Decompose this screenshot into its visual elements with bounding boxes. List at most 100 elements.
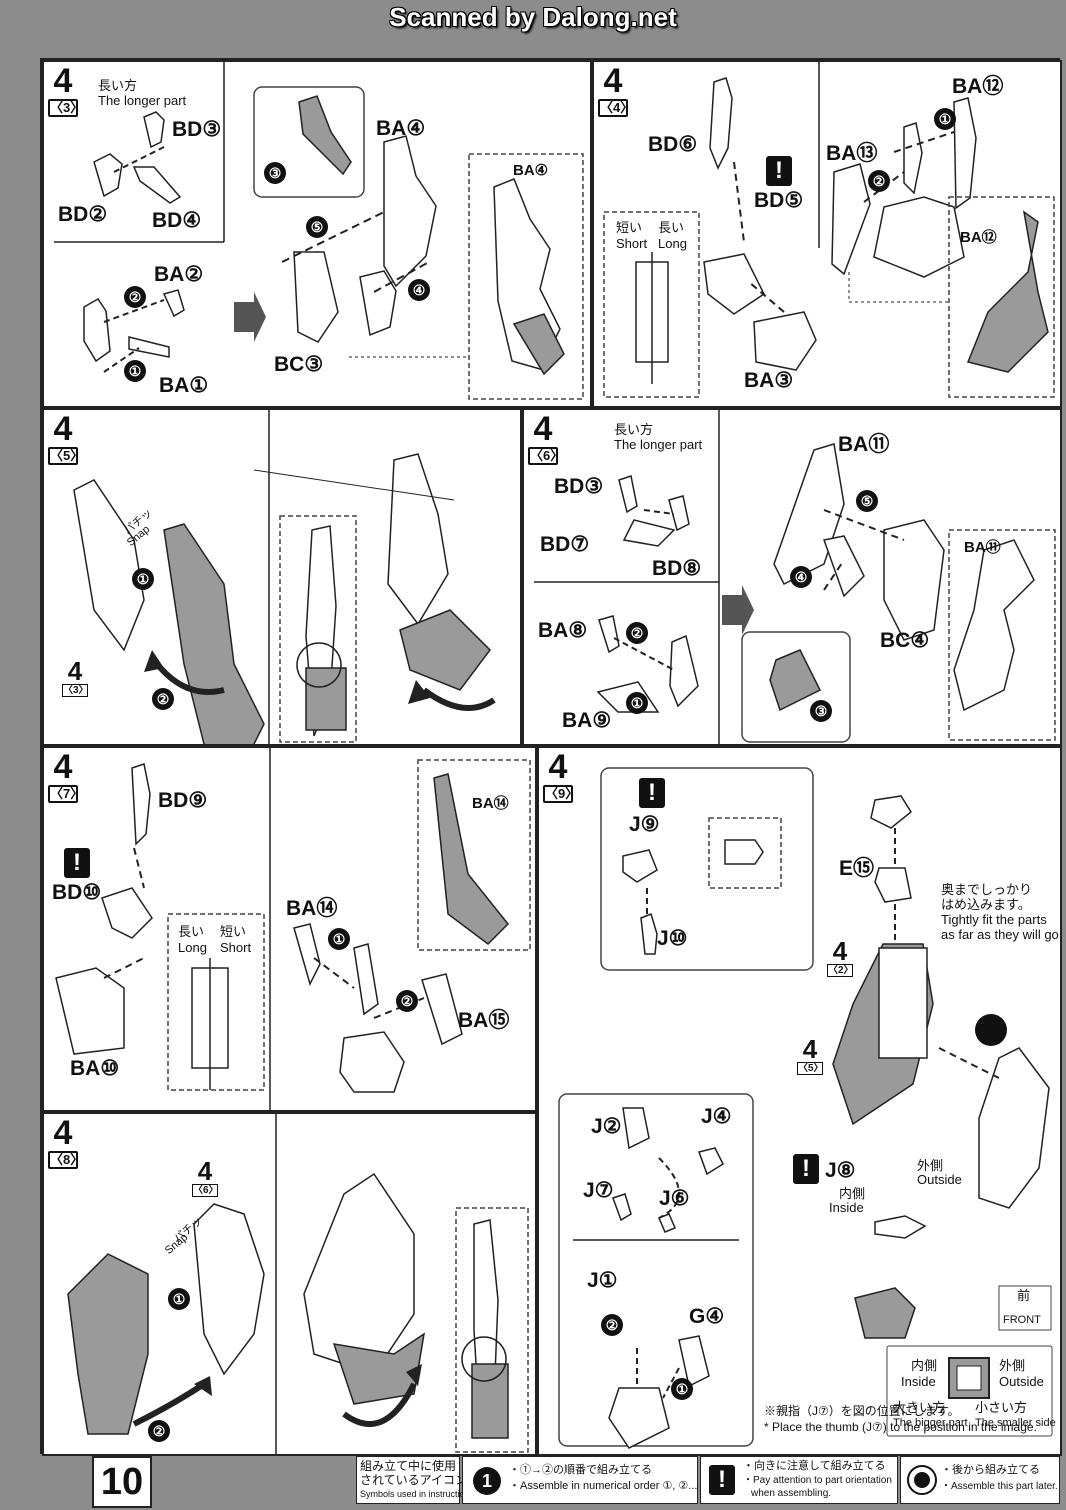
- panel-step-4-5: 4〈5〉 パチッ Snap 4〈3〉 ① ②: [42, 408, 522, 746]
- reference-step-badge: 4〈6〉: [192, 1156, 219, 1197]
- instruction-sheet: 4〈3〉 長い方 The longer part: [40, 58, 1062, 1456]
- legend-title-en: Symbols used in instructions: [360, 1489, 475, 1499]
- sub-assembly-drawing: [73, 410, 496, 744]
- longer-part-note-jp: 長い方: [98, 78, 138, 93]
- bigger-part-jp: 大きい方: [893, 1400, 946, 1415]
- icon-legend-title: 組み立て中に使用 されているアイコン Symbols used in instr…: [356, 1456, 474, 1504]
- part-label: E⑮: [839, 857, 875, 880]
- reference-step-badge: 4〈3〉: [62, 656, 89, 697]
- step-number: 4〈6〉: [528, 410, 564, 465]
- legend-title-jp: されているアイコン: [360, 1473, 468, 1487]
- assembly-step-marker: ②: [148, 1420, 170, 1442]
- sub-assembly-drawing: [558, 767, 1053, 1449]
- front-label-jp: 前: [1017, 1288, 1031, 1303]
- legend-orientation-item: ! ・向きに注意して組み立てる ・Pay attention to part o…: [700, 1456, 898, 1504]
- reference-step-badge: 4〈5〉: [797, 1034, 824, 1075]
- step-number: 4〈3〉: [48, 62, 84, 117]
- legend-order-item: 1 ・①→②の順番で組み立てる ・Assemble in numerical o…: [462, 1456, 698, 1504]
- longer-part-note-en: The longer part: [614, 437, 703, 452]
- short-label-en: Short: [616, 236, 648, 251]
- sub-assembly-drawing: [67, 1114, 529, 1454]
- tight-fit-note-en: Tightly fit the parts: [941, 912, 1047, 927]
- sub-assembly-drawing: [55, 748, 531, 1110]
- short-label-jp: 短い: [220, 924, 247, 939]
- long-label-jp: 長い: [178, 924, 205, 939]
- part-label: BA⑪: [838, 433, 890, 456]
- part-label: BA⑧: [538, 619, 588, 642]
- step-number: 4〈7〉: [48, 748, 84, 803]
- outside-label-jp: 外側: [999, 1358, 1026, 1373]
- panel-step-4-3: 4〈3〉 長い方 The longer part: [42, 60, 592, 408]
- sub-assembly-drawing: [603, 62, 1055, 398]
- part-label: BA⑬: [826, 142, 878, 165]
- part-label: BA⑫: [952, 75, 1004, 98]
- short-label-en: Short: [220, 940, 252, 955]
- assembly-step-marker: ⑤: [856, 490, 878, 512]
- long-label-en: Long: [178, 940, 207, 955]
- part-label: G④: [689, 1305, 725, 1328]
- orientation-warning-icon: !: [639, 778, 665, 808]
- part-label: J④: [701, 1105, 732, 1128]
- orientation-warning-icon: !: [64, 848, 90, 878]
- part-label: BA⑮: [458, 1009, 510, 1032]
- legend-order-en: ・Assemble in numerical order ①, ②...: [509, 1480, 698, 1492]
- part-label: BA④: [376, 117, 426, 140]
- part-label: BD⑥: [648, 133, 698, 156]
- bigger-part-en: The bigger part: [893, 1417, 968, 1429]
- legend-later-en: ・Assemble this part later.: [941, 1481, 1058, 1492]
- longer-part-note-en: The longer part: [98, 93, 187, 108]
- part-label: J⑩: [657, 927, 688, 950]
- part-label: J⑧: [825, 1159, 856, 1182]
- part-label: J②: [591, 1115, 622, 1138]
- assembly-step-marker: ①: [168, 1288, 190, 1310]
- legend-later-jp: ・後から組み立てる: [941, 1464, 1040, 1476]
- legend-order-jp: ・①→②の順番で組み立てる: [509, 1464, 652, 1476]
- legend-orientation-en: when assembling.: [751, 1488, 832, 1499]
- assembly-step-marker: ①: [132, 568, 154, 590]
- thumb-note-jp: ※親指（J⑦）を図の位置にします。: [764, 1404, 960, 1418]
- part-label: BD⑤: [754, 189, 804, 212]
- tight-fit-note-jp: 奥までしっかり: [941, 882, 1033, 897]
- outside-label-en: Outside: [999, 1374, 1044, 1389]
- part-label: J⑥: [659, 1187, 690, 1210]
- assembly-step-marker: ③: [264, 162, 286, 184]
- sub-assembly-drawing: [54, 62, 584, 400]
- part-label: BA⑪: [964, 539, 1001, 556]
- part-label: BA②: [154, 263, 204, 286]
- part-label: BD②: [58, 203, 108, 226]
- inside-label-en: Inside: [829, 1200, 864, 1215]
- part-label: BD⑧: [652, 557, 702, 580]
- panel-step-4-7: 4〈7〉 BD⑨ ! BD⑩ BA⑩ BA⑭ BA⑭ BA⑮ 長い 短: [42, 746, 537, 1112]
- orientation-warning-icon: !: [766, 156, 792, 186]
- part-label: BA①: [159, 374, 209, 397]
- orientation-warning-icon: !: [709, 1465, 735, 1495]
- sub-assembly-drawing: [534, 410, 1056, 744]
- tight-fit-note-jp: はめ込みます。: [941, 897, 1031, 912]
- assembly-step-marker: ②: [124, 286, 146, 308]
- legend-orientation-jp: ・向きに注意して組み立てる: [743, 1460, 886, 1472]
- part-label: BD⑦: [540, 533, 590, 556]
- orientation-warning-icon: !: [793, 1154, 819, 1184]
- front-label-en: FRONT: [1003, 1314, 1041, 1326]
- legend-orientation-en: ・Pay attention to part orientation: [743, 1475, 892, 1486]
- assembly-step-marker: ①: [328, 928, 350, 950]
- part-label: J⑨: [629, 813, 660, 836]
- panel-step-4-9: 4〈9〉: [537, 746, 1062, 1456]
- assembly-step-marker: ②: [868, 170, 890, 192]
- part-label: BC④: [880, 629, 930, 652]
- assembly-step-marker: ①: [626, 692, 648, 714]
- assembly-step-marker: ②: [396, 990, 418, 1012]
- long-label-jp: 長い: [658, 220, 685, 235]
- part-label: BA③: [744, 369, 794, 392]
- part-label: BD③: [554, 475, 604, 498]
- assembly-step-marker: ④: [790, 566, 812, 588]
- assemble-later-icon: [907, 1465, 937, 1495]
- step-number: 4〈5〉: [48, 410, 84, 465]
- part-label: BD④: [152, 209, 202, 232]
- page-number: 10: [92, 1456, 152, 1508]
- part-label: BA⑭: [472, 795, 509, 812]
- assembly-step-marker: ⑤: [306, 216, 328, 238]
- step-number: 4〈8〉: [48, 1114, 84, 1169]
- part-label: J⑦: [583, 1179, 614, 1202]
- legend-title-jp: 組み立て中に使用: [360, 1459, 457, 1473]
